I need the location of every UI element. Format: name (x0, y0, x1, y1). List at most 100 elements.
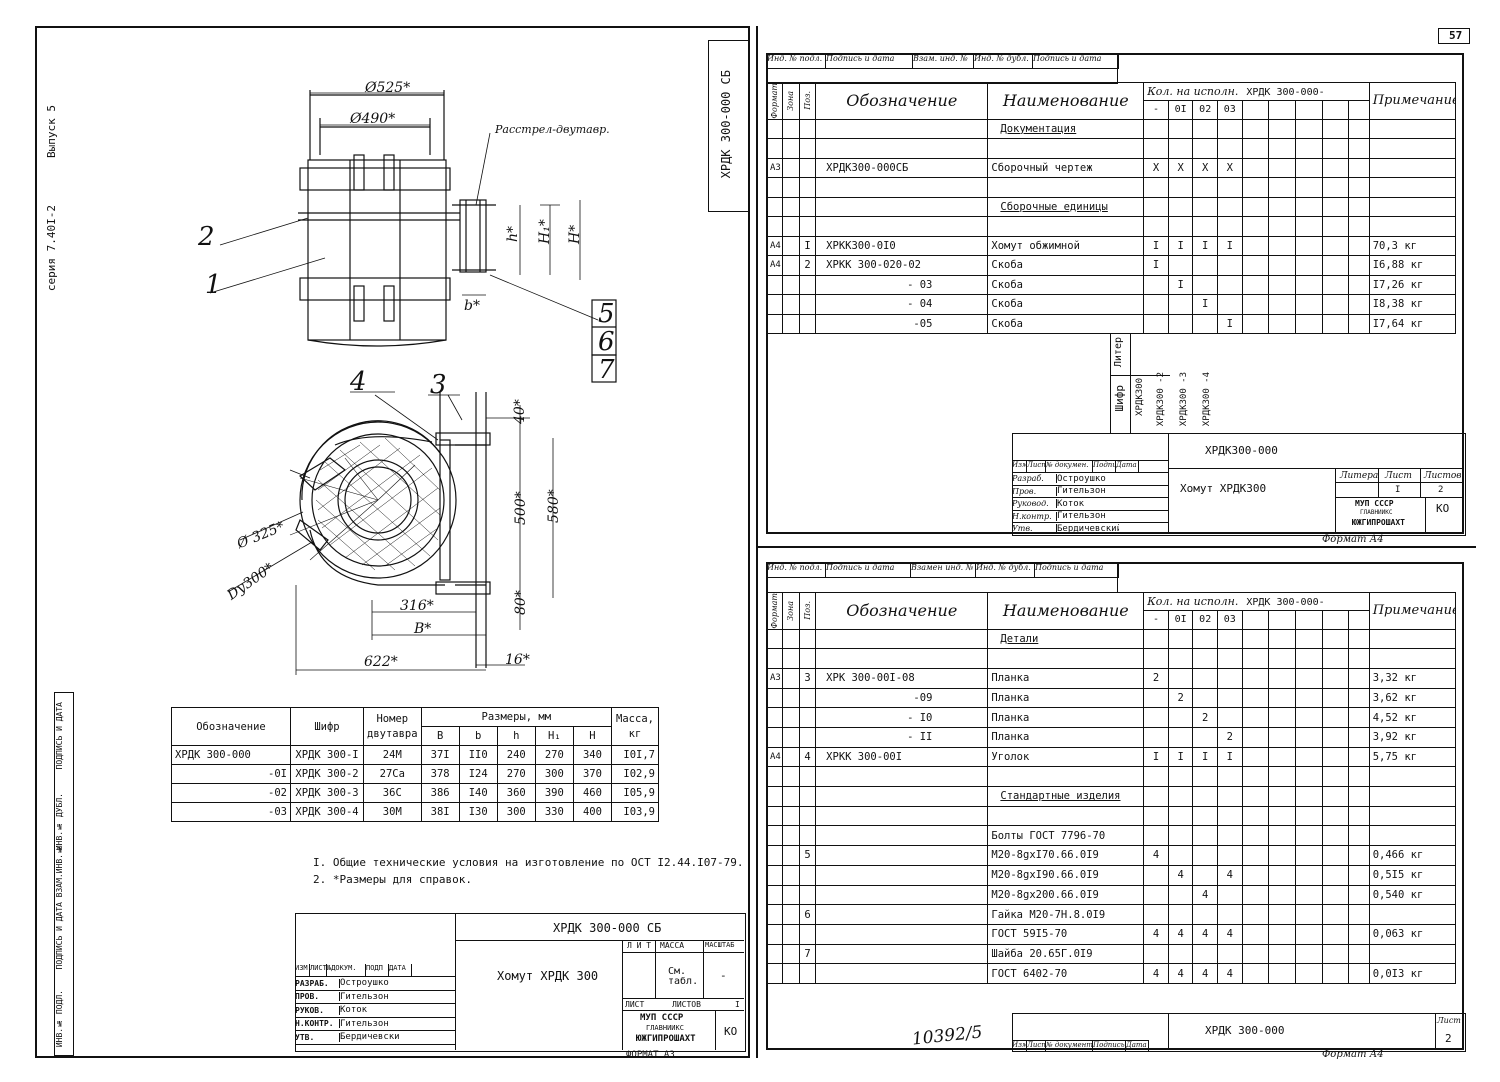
cell-qty (1241, 766, 1270, 788)
cell-qty: 4 (1167, 963, 1194, 984)
cell-pos (798, 196, 817, 218)
cell-note (1368, 177, 1457, 198)
top-role: Утв. (1012, 524, 1057, 534)
cell-designation: - 04 (815, 294, 989, 315)
th-mass: Масса, кг (611, 707, 659, 746)
cell-qty (1241, 118, 1270, 140)
cell-qty (1143, 118, 1169, 140)
left-hdr-cell: ДАТА (389, 964, 412, 976)
cell-name: Сборочные единицы (987, 196, 1145, 218)
cell-qty (1143, 274, 1169, 296)
cell-qty (1268, 274, 1296, 296)
note-1: I. Общие технические условия на изготовл… (313, 856, 744, 869)
left-sheets-lbl: ЛИСТОВ (672, 1000, 701, 1009)
cell-qty (1143, 313, 1169, 335)
cell-qty (1348, 707, 1370, 729)
cell-pos (798, 177, 817, 198)
cell-qty (1217, 845, 1243, 866)
cell-qty (1217, 884, 1243, 906)
top-cipher-lbl: Шифр (1113, 385, 1126, 412)
cell-qty (1167, 825, 1194, 847)
th-qty-col (1348, 610, 1370, 630)
cell-qty: 2 (1217, 727, 1243, 748)
spec-row (765, 648, 1457, 669)
spec-row (765, 177, 1457, 198)
top-title-name: Хомут ХРДК300 (1180, 482, 1267, 495)
cell-format: А4 (765, 255, 784, 276)
cell-note: I8,38 кг (1368, 294, 1457, 315)
cell-format (765, 216, 784, 237)
cell-qty (1321, 864, 1350, 886)
cell-designation: - 03 (815, 274, 989, 296)
dims-cell-H1: 390 (534, 783, 574, 803)
th-qty-col (1294, 100, 1323, 120)
dims-table: Обозначение Шифр Номер двутавра Размеры,… (171, 707, 659, 822)
cell-qty (1268, 864, 1296, 886)
stamp-col-4: ИНВ.№ ДУБЛ. (55, 793, 64, 851)
cell-qty (1321, 313, 1350, 335)
cell-qty (1294, 648, 1323, 669)
cell-qty (1241, 274, 1270, 296)
cell-qty (1321, 805, 1350, 827)
cell-qty (1321, 648, 1350, 669)
cell-qty (1241, 648, 1270, 669)
cell-note: 3,32 кг (1368, 667, 1457, 689)
cell-qty (1294, 845, 1323, 866)
cell-pos: 6 (798, 904, 817, 925)
cell-note: 70,3 кг (1368, 235, 1457, 257)
cell-qty (1217, 138, 1243, 159)
cell-note (1368, 786, 1457, 807)
top-col-lit: Литера (1340, 471, 1379, 481)
cell-format (765, 628, 784, 650)
cell-qty (1348, 766, 1370, 788)
cell-qty (1348, 923, 1370, 945)
cell-qty (1294, 825, 1323, 847)
cell-qty (1217, 667, 1243, 689)
stamp-cell: Инд. № дубл. (974, 54, 1033, 68)
spec-row: Сборочные единицы (765, 196, 1457, 218)
cell-qty (1294, 196, 1323, 218)
dim-d490: Ø490* (349, 111, 395, 127)
cell-qty: I (1167, 235, 1194, 257)
cell-qty (1167, 138, 1194, 159)
cell-qty (1192, 943, 1218, 965)
top-role-row: Руковод.Коток (1012, 498, 1168, 511)
left-title-block (295, 913, 746, 1052)
th-qty: Кол. на исполн.ХРДК 300-000- (1143, 591, 1370, 612)
cell-note (1368, 825, 1457, 847)
cell-zone (782, 845, 800, 866)
cell-qty (1217, 294, 1243, 315)
cell-pos (798, 923, 817, 945)
cell-name (987, 766, 1145, 788)
top-title-block (1012, 433, 1466, 536)
cell-zone (782, 138, 800, 159)
spec-row: Болты ГОСТ 7796-70 (765, 825, 1457, 847)
th-beam: Номер двутавра (363, 707, 422, 746)
dims-cell-designation: -02 (171, 783, 291, 803)
dims-cell-h: 300 (496, 802, 536, 822)
th-code: Шифр (290, 707, 364, 746)
cell-designation (815, 805, 989, 827)
cell-qty (1217, 805, 1243, 827)
cell-qty (1348, 196, 1370, 218)
cell-designation (815, 923, 989, 945)
cell-qty (1241, 943, 1270, 965)
cell-name: Скоба (987, 274, 1145, 296)
cell-format: А3 (765, 157, 784, 179)
cell-note (1368, 766, 1457, 788)
cell-qty (1167, 628, 1194, 650)
cell-note: 0,0I3 кг (1368, 963, 1457, 984)
pos-2: 2 (197, 222, 215, 252)
cell-qty (1143, 884, 1169, 906)
cell-note: 0,063 кг (1368, 923, 1457, 945)
cell-qty: 4 (1192, 963, 1218, 984)
cell-note: 5,75 кг (1368, 746, 1457, 768)
cell-format (765, 786, 784, 807)
top-title-code: ХРДК300-000 (1205, 444, 1278, 457)
